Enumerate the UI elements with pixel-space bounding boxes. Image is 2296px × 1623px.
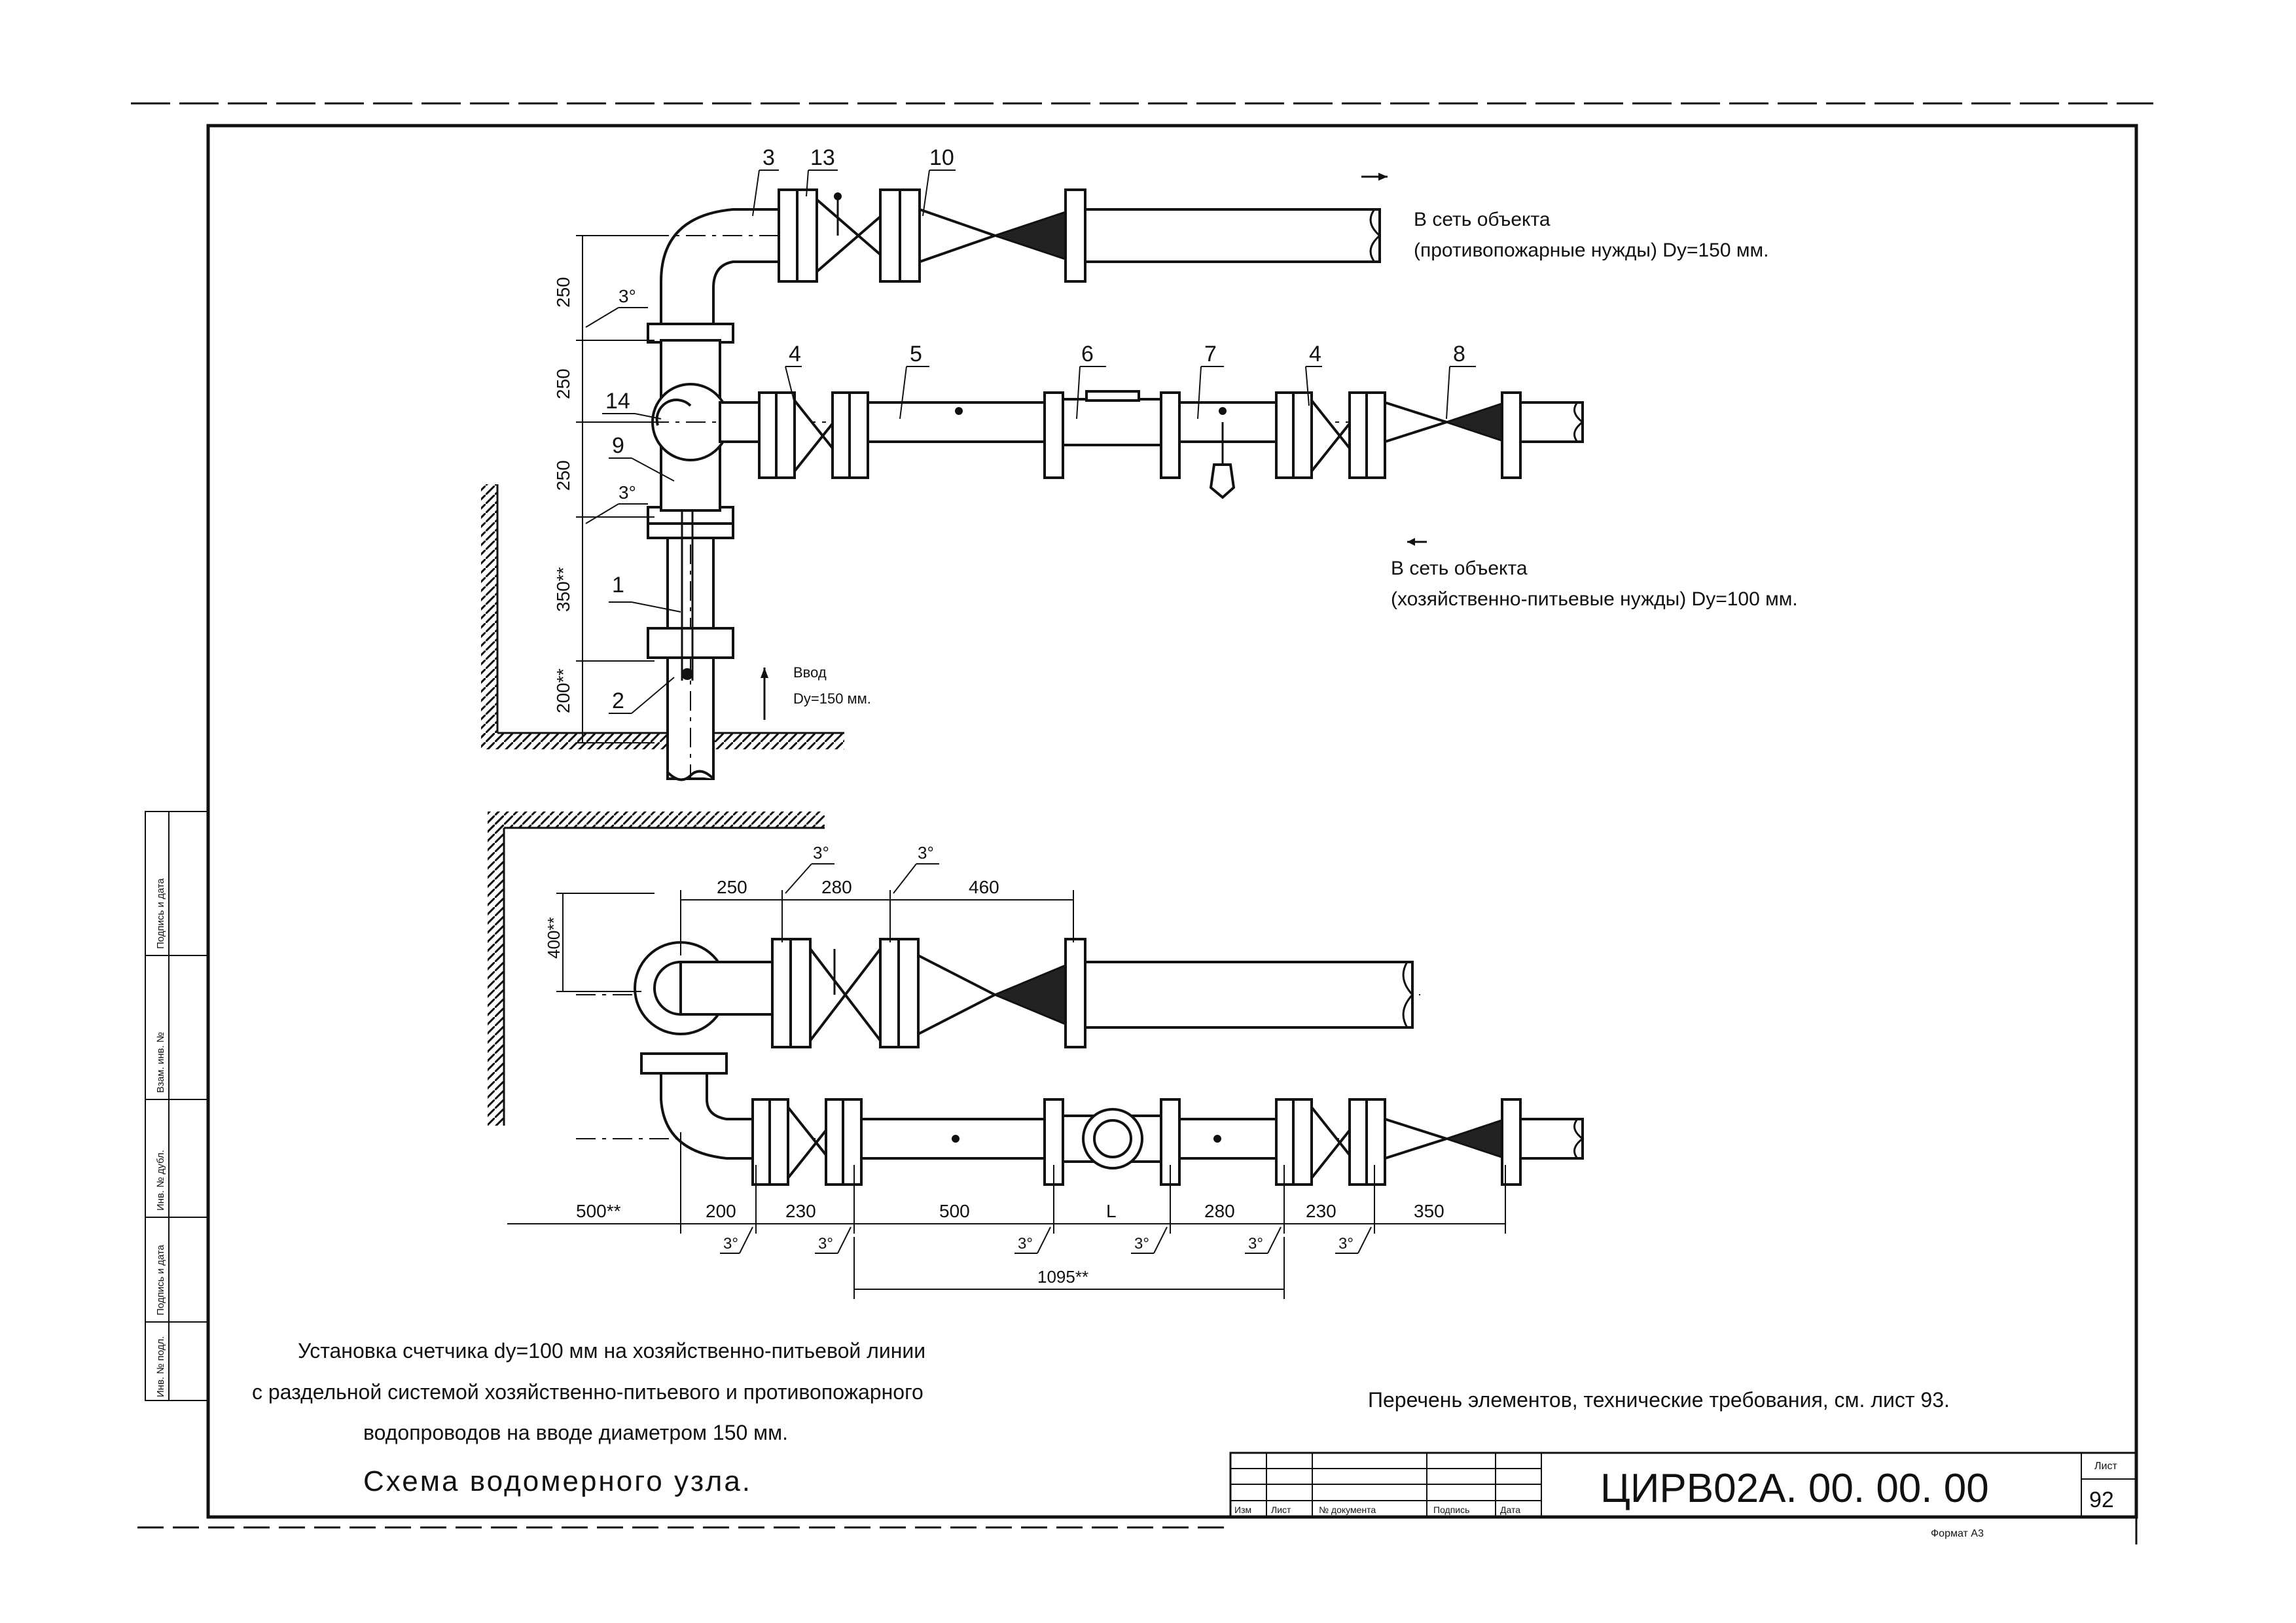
dim-v-200: 200** [553, 668, 573, 713]
angle-3-d: 3° [918, 843, 934, 863]
inlet-label: Ввод [793, 664, 827, 681]
dim-top-460: 460 [969, 877, 999, 897]
side-stamp: Подпись и дата Взам. инв. № Инв. № дубл.… [145, 811, 209, 1401]
outlet-fire-label: В сеть объекта [1414, 209, 1551, 230]
caption-line-2: с раздельной системой хозяйственно-питье… [252, 1380, 924, 1404]
tb-designation: ЦИРВ02А. 00. 00. 00 [1600, 1466, 1989, 1511]
pos-9: 9 [612, 433, 624, 458]
side-stamp-label-5: Инв. № подл. [155, 1336, 166, 1397]
sheet-frame [131, 102, 2153, 1544]
side-stamp-label-2: Взам. инв. № [155, 1032, 166, 1093]
outlet-domestic-label: В сеть объекта [1391, 558, 1528, 579]
tee-fitting [651, 339, 730, 512]
dim-v-350: 350** [553, 567, 573, 612]
dim-bottom-L: L [1106, 1201, 1117, 1221]
pos-5: 5 [910, 342, 922, 366]
dim-v-250-b: 250 [553, 368, 573, 399]
angle-3-g: 3° [1018, 1235, 1033, 1253]
inlet-note: Dy=150 мм. [793, 690, 871, 707]
dim-bottom-500b: 500 [939, 1201, 970, 1221]
tb-col-list: Лист [1271, 1505, 1291, 1515]
dim-top-250: 250 [717, 877, 747, 897]
dim-bottom-230b: 230 [1306, 1201, 1336, 1221]
tb-sheet-label: Лист [2094, 1461, 2117, 1472]
caption-line-3: водопроводов на вводе диаметром 150 мм. [363, 1421, 788, 1444]
inlet-marker: Ввод Dy=150 мм. [761, 664, 871, 720]
fire-line-elbow [660, 208, 780, 325]
angle-3-h: 3° [1134, 1235, 1149, 1253]
dim-v-400: 400** [544, 917, 564, 959]
caption-title: Схема водомерного узла. [363, 1465, 752, 1497]
tb-sheet-number: 92 [2089, 1488, 2114, 1512]
angle-3-c: 3° [813, 843, 829, 863]
fire-line [576, 173, 1388, 283]
side-stamp-label-4: Подпись и дата [155, 1244, 166, 1315]
pos-2: 2 [612, 688, 624, 713]
dim-bottom-280: 280 [1204, 1201, 1235, 1221]
pos-4a: 4 [789, 342, 801, 366]
bottom-fire-line [576, 938, 1420, 1048]
angle-3-b: 3° [619, 482, 636, 503]
angle-3-i: 3° [1248, 1235, 1263, 1253]
side-stamp-label-3: Инв. № дубл. [155, 1150, 166, 1211]
tb-col-date: Дата [1500, 1505, 1520, 1515]
pos-14: 14 [605, 389, 630, 414]
angle-3-j: 3° [1338, 1235, 1354, 1253]
position-labels: 3 13 10 4 5 6 7 4 8 14 9 1 2 [602, 145, 1476, 714]
angle-3-f: 3° [818, 1235, 833, 1253]
dim-bottom-350: 350 [1414, 1201, 1444, 1221]
pos-7: 7 [1204, 342, 1217, 366]
tb-col-izm: Изм [1234, 1505, 1251, 1515]
dim-top-280: 280 [821, 877, 852, 897]
top-view-dimensions: 250 250 250 350** 200** 3° 3° [553, 235, 661, 743]
reference-note: Перечень элементов, технические требован… [1368, 1388, 1950, 1412]
tb-col-doc: № документа [1319, 1505, 1376, 1515]
outlet-fire-note: (противопожарные нужды) Dy=150 мм. [1414, 240, 1768, 261]
dim-bottom-200: 200 [706, 1201, 736, 1221]
bottom-dimensions: 500** 200 230 500 L 280 230 350 1095** 3… [507, 1132, 1506, 1299]
bottom-top-dimensions: 250 280 460 3° 3° 400** [544, 843, 1074, 992]
caption-line-1: Установка счетчика dy=100 мм на хозяйств… [298, 1339, 925, 1363]
caption: Установка счетчика dy=100 мм на хозяйств… [252, 1339, 925, 1497]
tb-col-sign: Подпись [1433, 1505, 1469, 1515]
pos-1: 1 [612, 573, 624, 597]
wall-hatch-bottom [488, 812, 825, 1126]
angle-3-a: 3° [619, 286, 636, 306]
pos-8: 8 [1453, 342, 1465, 366]
domestic-line [576, 390, 1585, 546]
top-view: 3 13 10 4 5 6 7 4 8 14 9 1 2 [481, 145, 1798, 781]
dim-total-1095: 1095** [1037, 1267, 1088, 1287]
pos-10: 10 [929, 145, 954, 170]
title-block: Изм Лист № документа Подпись Дата ЦИРВ02… [1229, 1452, 2138, 1539]
bottom-view: 250 280 460 3° 3° 400** 500** 200 230 [488, 812, 1585, 1299]
dim-v-250-a: 250 [553, 277, 573, 308]
dim-bottom-500a: 500** [576, 1201, 621, 1221]
angle-3-e: 3° [723, 1235, 738, 1253]
tb-format: Формат А3 [1931, 1528, 1984, 1539]
dim-v-250-c: 250 [553, 460, 573, 491]
bottom-domestic-line [576, 1052, 1585, 1186]
pos-4b: 4 [1309, 342, 1321, 366]
pos-13: 13 [810, 145, 835, 170]
dim-bottom-230a: 230 [785, 1201, 816, 1221]
pos-3: 3 [762, 145, 775, 170]
pos-6: 6 [1081, 342, 1094, 366]
riser-pipe [647, 288, 734, 781]
side-stamp-label-1: Подпись и дата [155, 878, 166, 949]
outlet-domestic-note: (хозяйственно-питьевые нужды) Dy=100 мм. [1391, 588, 1798, 610]
